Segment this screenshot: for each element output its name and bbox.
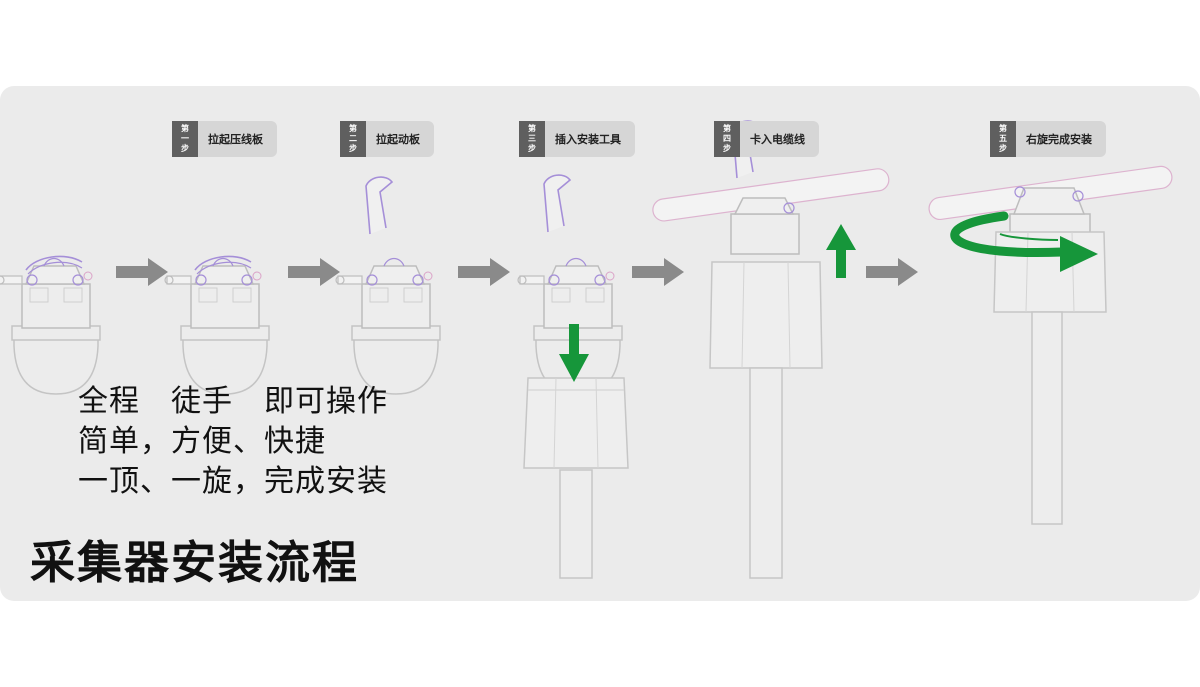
step-number: 第五步: [990, 121, 1016, 157]
step-label-5: 第五步 右旋完成安装: [990, 121, 1106, 157]
step-arrow: [458, 258, 510, 286]
installation-diagram: [0, 120, 1173, 579]
step-label-4: 第四步 卡入电缆线: [714, 121, 819, 157]
pole: [1031, 311, 1063, 525]
feature-line-3: 一顶、一旋，完成安装: [78, 464, 388, 499]
step-label-1: 第一步 拉起压线板: [172, 121, 277, 157]
step-number: 第三步: [519, 121, 545, 157]
up-arrow-icon: [826, 224, 856, 278]
device-illustration: [1009, 186, 1091, 245]
down-arrow-icon: [559, 324, 589, 382]
pole: [559, 469, 593, 579]
device-illustration: [164, 255, 270, 395]
pole: [749, 367, 783, 579]
step-title: 拉起压线板: [198, 121, 277, 157]
diagram-panel: 第一步 拉起压线板 第二步 拉起动板 第三步 插入安装工具 第四步 卡入电缆线 …: [0, 86, 1200, 601]
step-arrow: [866, 258, 918, 286]
step-title: 右旋完成安装: [1016, 121, 1106, 157]
step-number: 第一步: [172, 121, 198, 157]
page-title: 采集器安装流程: [30, 536, 360, 589]
step-title: 拉起动板: [366, 121, 434, 157]
step-title: 插入安装工具: [545, 121, 635, 157]
step-title: 卡入电缆线: [740, 121, 819, 157]
step-label-3: 第三步 插入安装工具: [519, 121, 635, 157]
device-illustration: [730, 120, 800, 255]
install-tool: [523, 377, 629, 469]
step-number: 第四步: [714, 121, 740, 157]
step-number: 第二步: [340, 121, 366, 157]
feature-line-1: 全程 徒手 即可操作: [78, 384, 388, 419]
device-illustration: [0, 255, 101, 395]
step-arrow: [116, 258, 168, 286]
install-tool: [993, 231, 1107, 313]
install-tool: [709, 261, 823, 369]
step-arrow: [632, 258, 684, 286]
feature-line-2: 简单，方便、快捷: [78, 424, 326, 459]
rotate-arrow-icon: [950, 211, 1098, 272]
device-illustration: [335, 176, 441, 395]
step-arrow: [288, 258, 340, 286]
step-label-2: 第二步 拉起动板: [340, 121, 434, 157]
